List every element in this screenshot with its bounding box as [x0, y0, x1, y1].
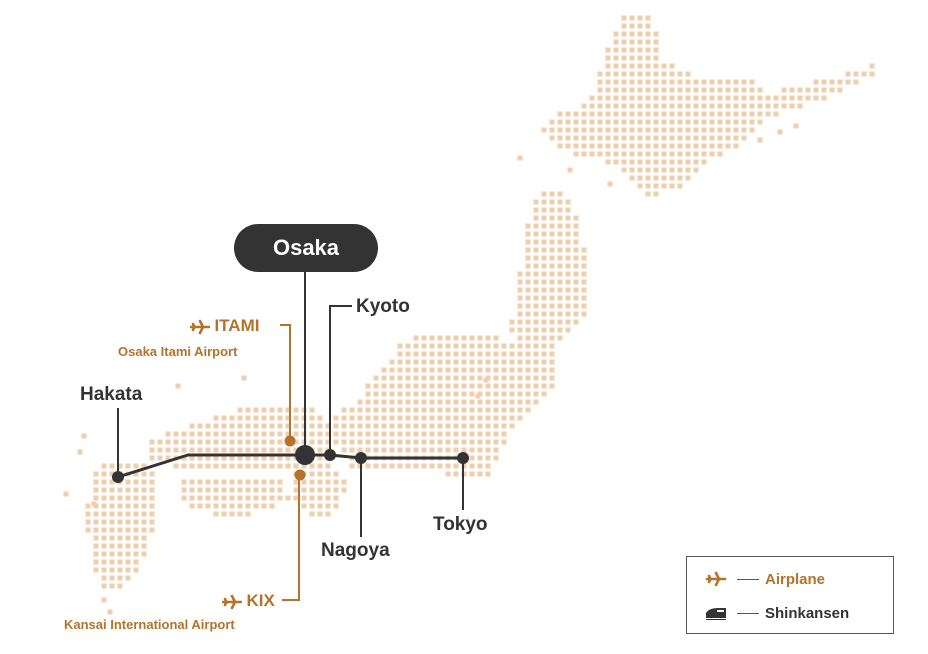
legend-airplane-label: Airplane [765, 570, 826, 588]
osaka-title-pill: Osaka [234, 224, 378, 272]
itami-code-label: ITAMI [190, 316, 259, 336]
legend-airplane-dash [737, 578, 759, 580]
tokyo-label: Tokyo [433, 514, 488, 535]
osaka-marker [295, 445, 315, 465]
tokyo-marker [457, 452, 469, 464]
shinkansen-route-osaka-tokyo [305, 453, 463, 460]
nagoya-label: Nagoya [321, 540, 390, 561]
legend-shinkansen-label: Shinkansen [765, 604, 850, 622]
kix-name-label: Kansai International Airport [64, 617, 235, 632]
airplane-icon [222, 594, 242, 610]
shinkansen-route-hakata-osaka [117, 453, 300, 479]
itami-name-label: Osaka Itami Airport [118, 344, 238, 359]
kyoto-label: Kyoto [356, 296, 410, 317]
shinkansen-icon [706, 608, 726, 620]
hakata-marker [112, 471, 124, 483]
itami-leader-line [280, 324, 291, 441]
kix-airport-marker [294, 469, 306, 481]
legend-shinkansen-row: Shinkansen [705, 601, 849, 625]
map-legend: Airplane Shinkansen [686, 556, 894, 634]
kyoto-marker [324, 449, 336, 461]
airplane-icon [705, 571, 727, 587]
legend-airplane-row: Airplane [705, 567, 825, 591]
kix-leader-line [282, 475, 300, 601]
airplane-icon [190, 319, 210, 335]
legend-shinkansen-dash [737, 612, 759, 614]
kix-code-label: KIX [222, 591, 275, 611]
japan-landmass-dots [63, 15, 875, 615]
itami-airport-marker [284, 435, 296, 447]
hakata-label: Hakata [80, 384, 143, 405]
kyoto-leader-line [329, 305, 352, 455]
nagoya-marker [355, 452, 367, 464]
